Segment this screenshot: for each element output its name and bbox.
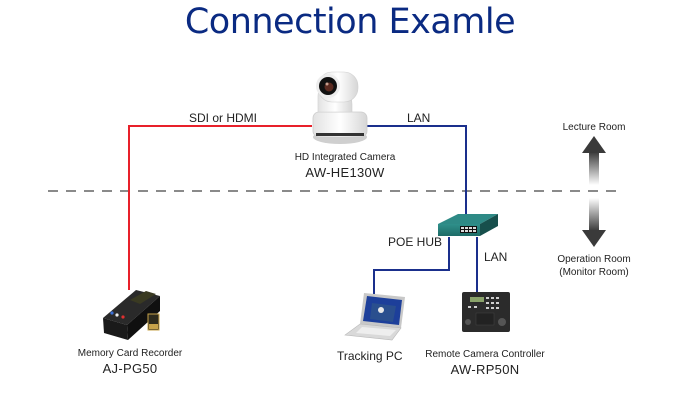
sdi-cable xyxy=(128,125,312,290)
recorder-image xyxy=(103,290,160,340)
poe-hub-image xyxy=(438,214,498,236)
recorder-description: Memory Card Recorder xyxy=(77,348,183,359)
sdi-hdmi-label: SDI or HDMI xyxy=(189,111,258,125)
tracking-pc-label: Tracking PC xyxy=(337,349,403,363)
arrow-up-icon xyxy=(582,136,606,185)
controller-description: Remote Camera Controller xyxy=(425,349,545,360)
lan-cable-hub-pc xyxy=(373,237,450,294)
lan-label-bottom: LAN xyxy=(484,250,508,264)
monitor-room-label: (Monitor Room) xyxy=(559,267,629,278)
lan-label-top: LAN xyxy=(407,111,431,125)
controller-model: AW-RP50N xyxy=(450,362,520,377)
recorder-model: AJ-PG50 xyxy=(102,361,158,376)
arrow-down-icon xyxy=(582,198,606,247)
diagram-title: Connection Examle xyxy=(184,2,516,42)
poe-hub-label: POE HUB xyxy=(388,235,443,249)
camera-image xyxy=(312,71,368,144)
laptop-image xyxy=(344,293,405,341)
camera-model: AW-HE130W xyxy=(305,165,385,180)
lecture-room-label: Lecture Room xyxy=(562,122,626,133)
controller-image xyxy=(462,292,510,332)
operation-room-label: Operation Room xyxy=(557,254,631,265)
camera-description: HD Integrated Camera xyxy=(294,152,396,163)
lan-cable-camera-hub xyxy=(365,125,467,215)
